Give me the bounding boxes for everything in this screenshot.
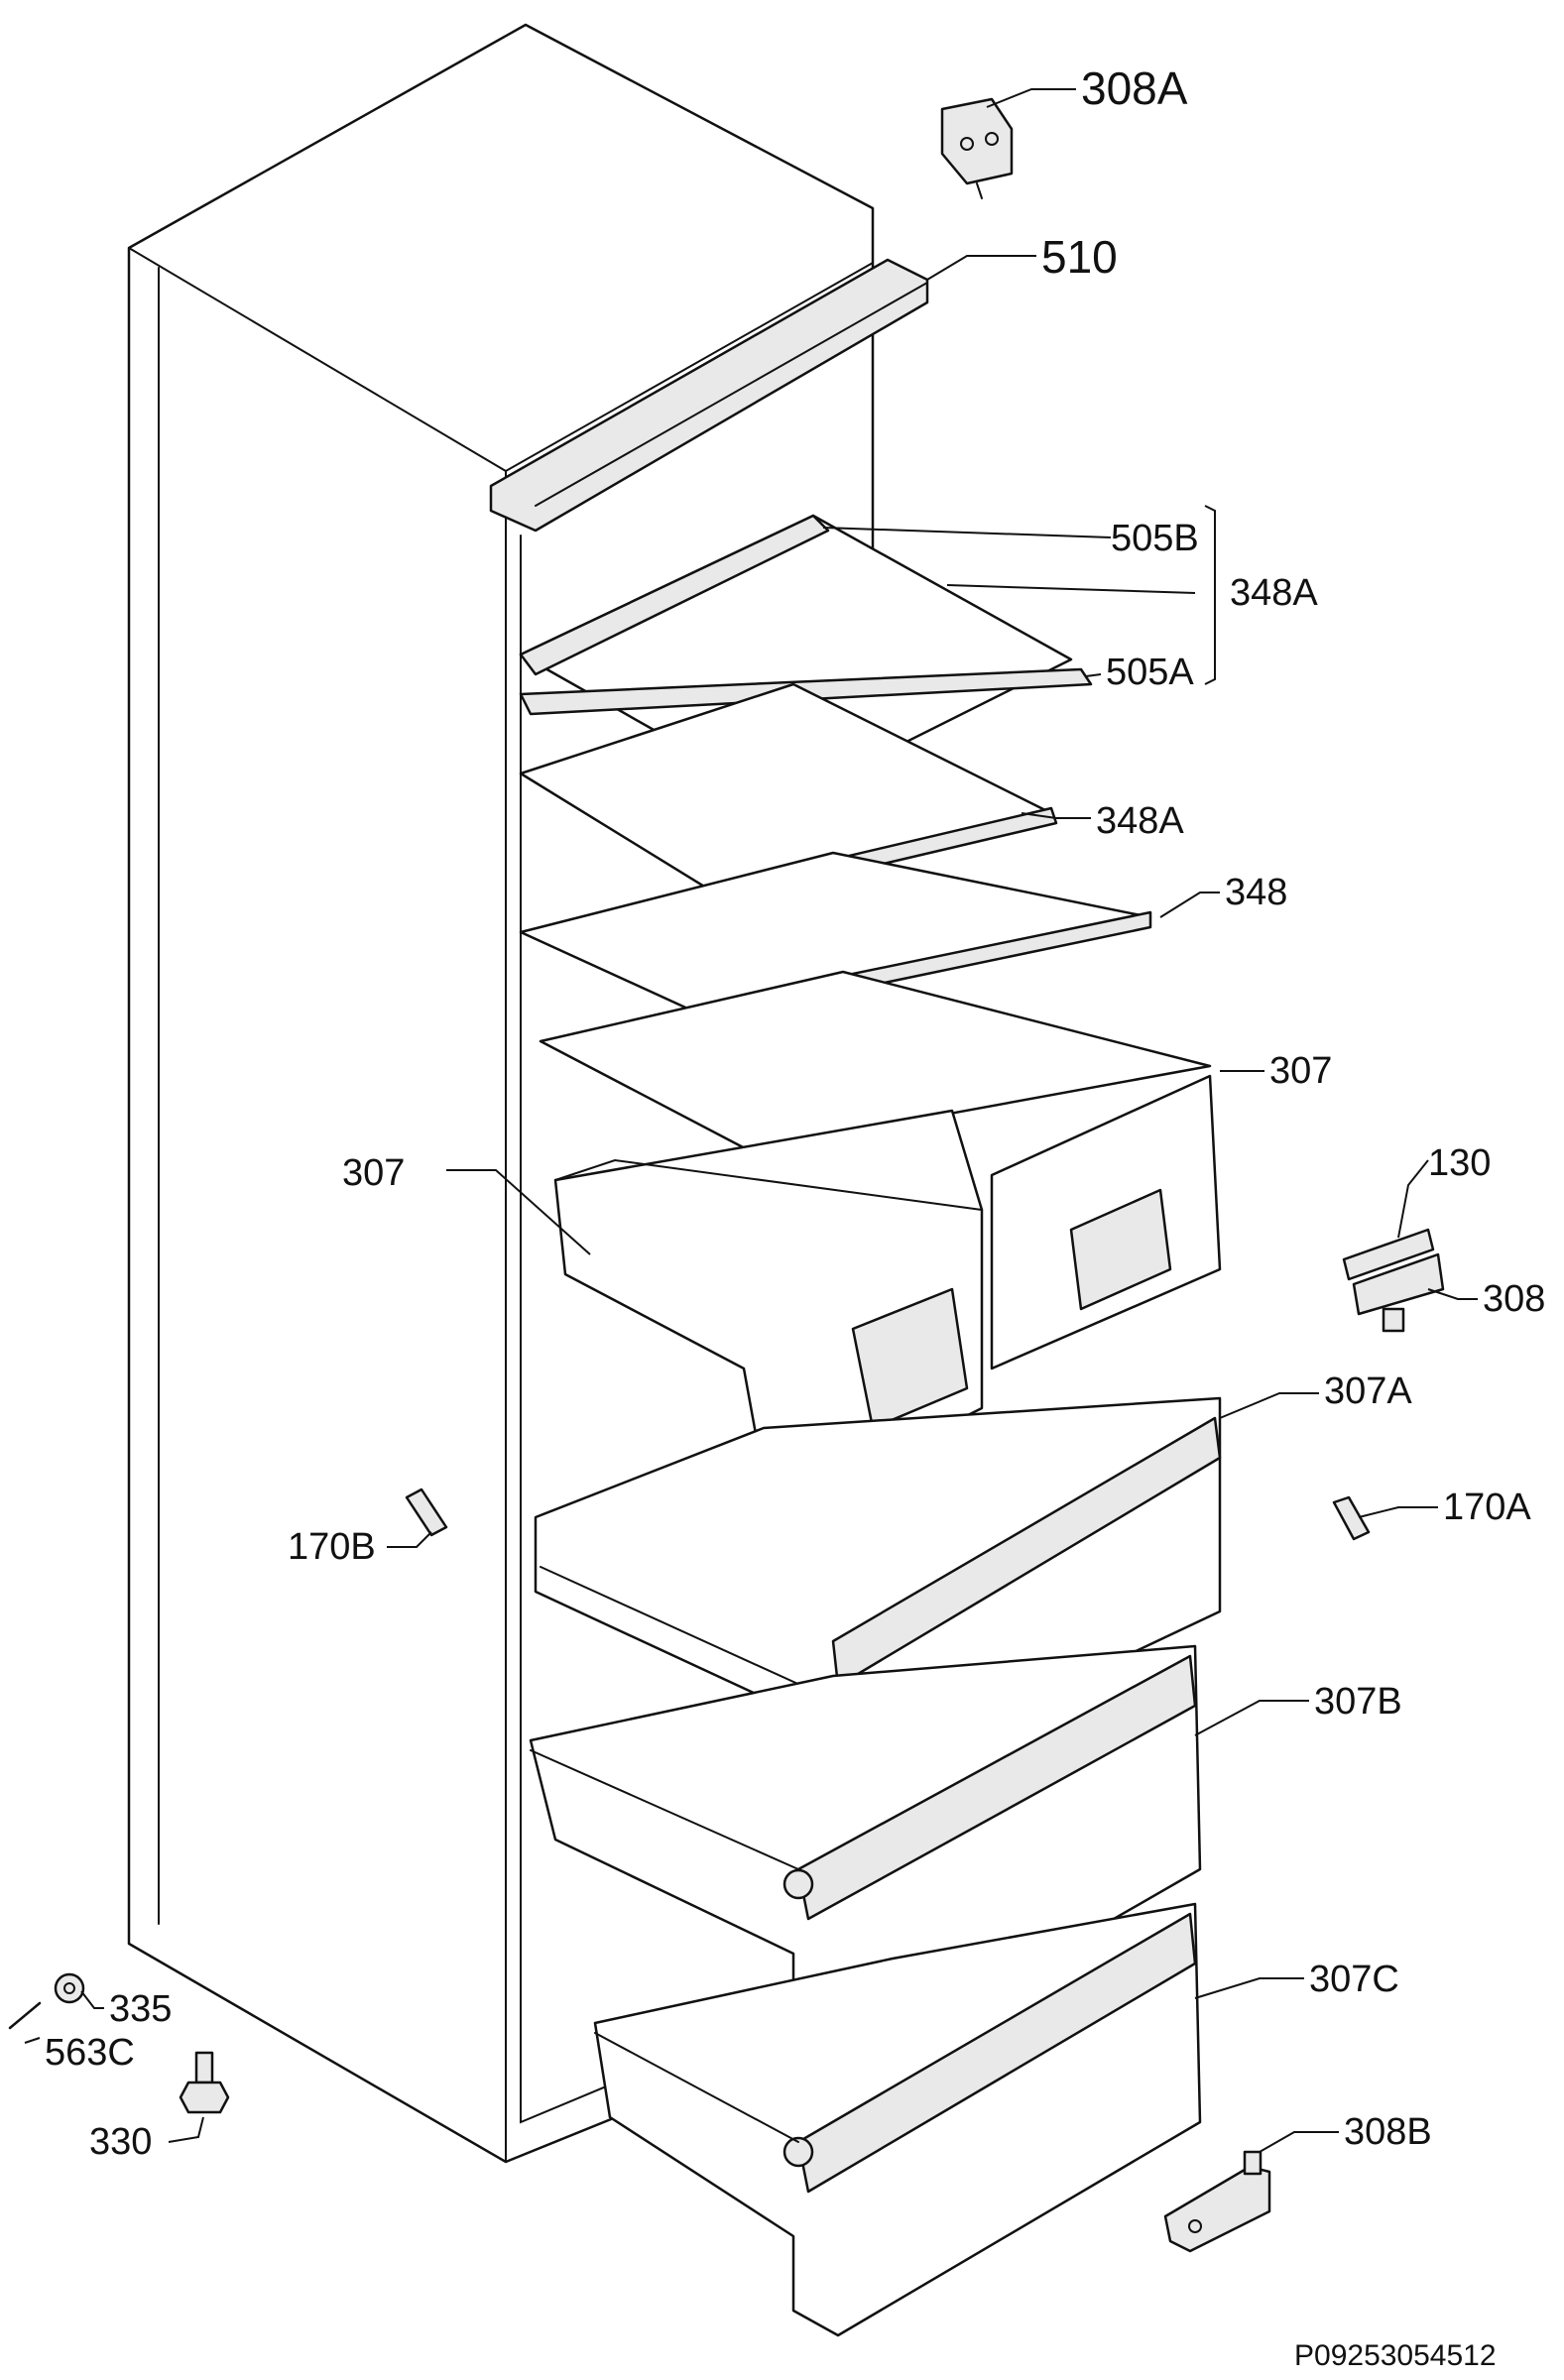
label-330: 330 bbox=[89, 2121, 152, 2163]
label-307b: 307B bbox=[1314, 1681, 1402, 1723]
drawing-code: P09253054512 bbox=[1294, 2339, 1497, 2372]
pin-170b bbox=[405, 1488, 448, 1537]
label-348a: 348A bbox=[1096, 800, 1184, 842]
hinge-308-with-130 bbox=[1342, 1228, 1445, 1333]
label-307a: 307A bbox=[1324, 1370, 1412, 1412]
foot-330 bbox=[179, 2051, 230, 2114]
top-trim-510 bbox=[489, 258, 929, 533]
label-307-left: 307 bbox=[342, 1152, 405, 1194]
label-308b: 308B bbox=[1344, 2111, 1432, 2153]
hinge-308b bbox=[1163, 2150, 1271, 2253]
label-170b: 170B bbox=[288, 1526, 376, 1568]
label-348: 348 bbox=[1225, 872, 1287, 913]
label-505b: 505B bbox=[1111, 518, 1199, 559]
freezer-drawer-307c bbox=[593, 1902, 1202, 2337]
crisper-drawer-307-right bbox=[990, 1074, 1222, 1370]
label-307-right: 307 bbox=[1269, 1050, 1332, 1092]
spacer-335 bbox=[54, 1972, 85, 2004]
pin-563c bbox=[8, 2001, 42, 2030]
crisper-cover bbox=[539, 970, 1212, 1152]
label-335: 335 bbox=[109, 1988, 172, 2030]
label-130: 130 bbox=[1428, 1142, 1491, 1184]
label-170a: 170A bbox=[1443, 1487, 1531, 1528]
leader-lines bbox=[24, 88, 1478, 2153]
label-505a: 505A bbox=[1106, 652, 1194, 693]
hinge-308a bbox=[940, 97, 1014, 199]
pin-170a bbox=[1332, 1495, 1371, 1541]
label-510: 510 bbox=[1041, 231, 1118, 283]
part-labels: 308A 510 505B 348A 505A 348A 348 307 307… bbox=[45, 62, 1545, 2372]
label-308: 308 bbox=[1483, 1278, 1545, 1320]
label-307c: 307C bbox=[1309, 1959, 1399, 2000]
label-308a: 308A bbox=[1081, 62, 1188, 114]
crisper-drawer-307-left bbox=[553, 1109, 984, 1494]
label-348a-group: 348A bbox=[1230, 572, 1318, 614]
label-563c: 563C bbox=[45, 2032, 135, 2074]
